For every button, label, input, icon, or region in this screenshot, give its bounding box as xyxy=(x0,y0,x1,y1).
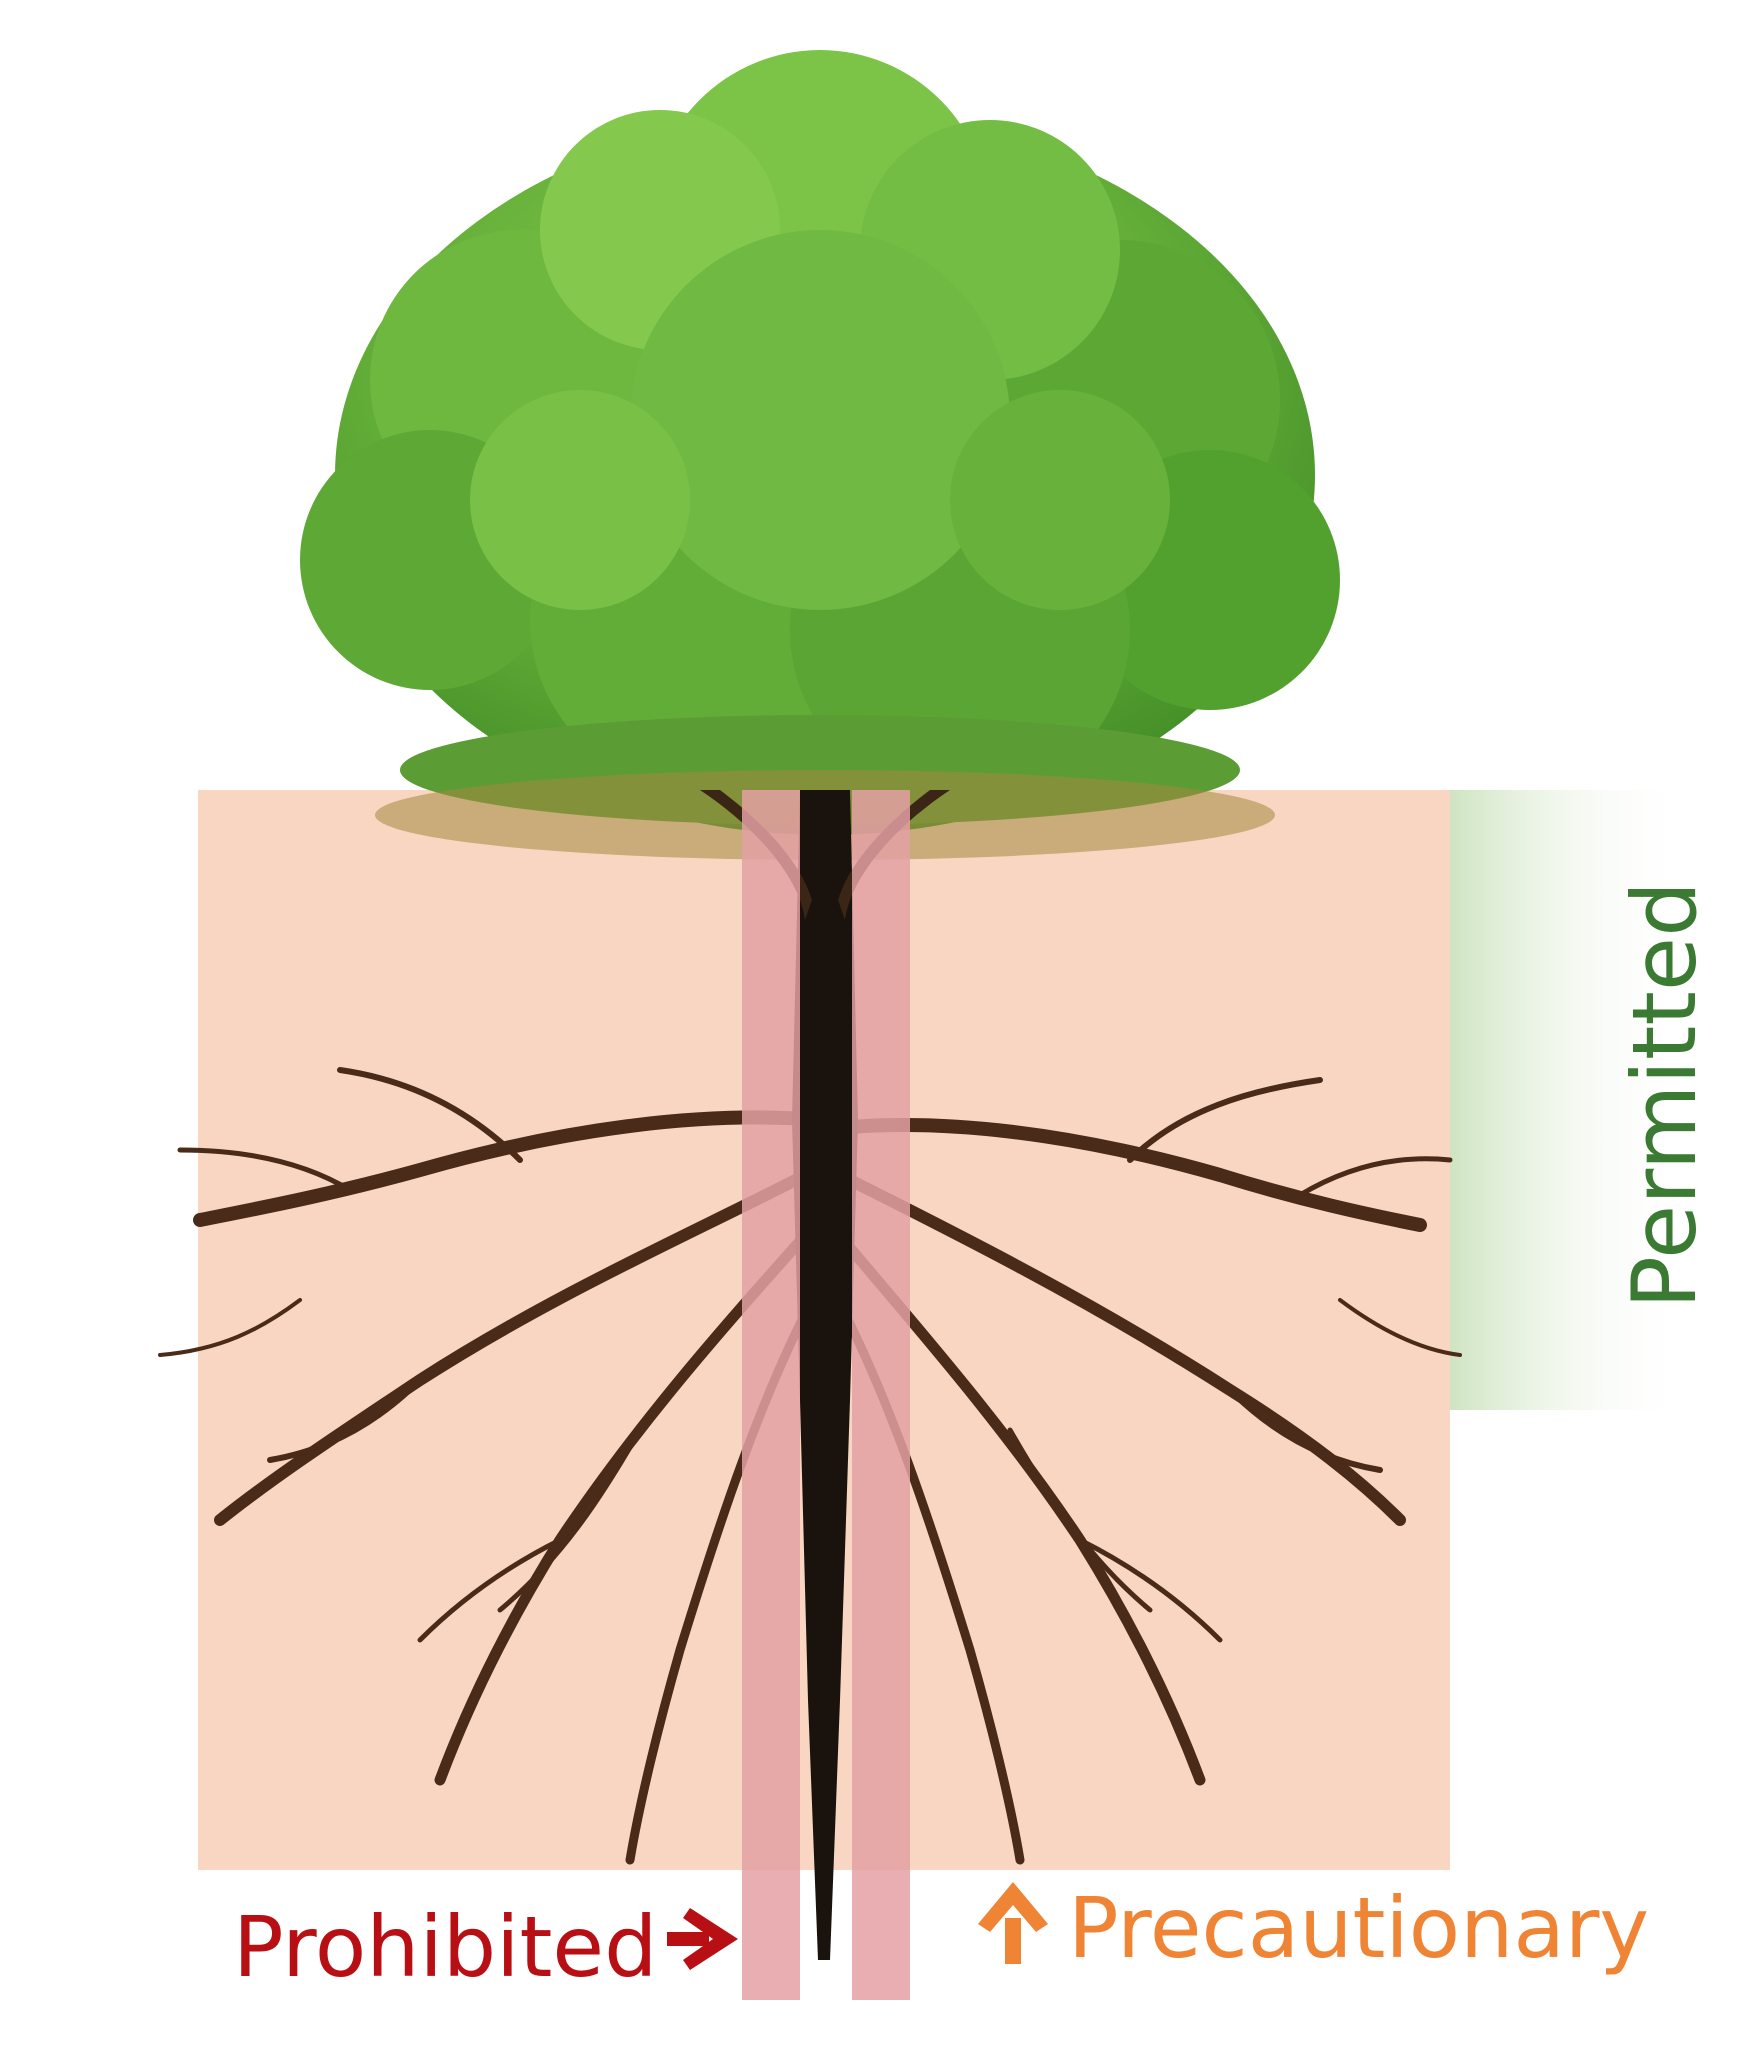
precautionary-label: Precautionary xyxy=(1068,1879,1650,1977)
prohibited-zone-right xyxy=(852,790,910,2000)
prohibited-label: Prohibited xyxy=(233,1898,658,1996)
permitted-label: Permitted xyxy=(1613,881,1716,1309)
arrow-up-icon xyxy=(978,1882,1048,1964)
permitted-band xyxy=(1450,790,1690,1410)
prohibited-zone-left xyxy=(742,790,800,2000)
arrow-right-icon xyxy=(667,1908,738,1970)
tree-trunk xyxy=(700,790,950,1960)
root-system xyxy=(158,1067,1462,1865)
tree-crown xyxy=(300,50,1340,835)
